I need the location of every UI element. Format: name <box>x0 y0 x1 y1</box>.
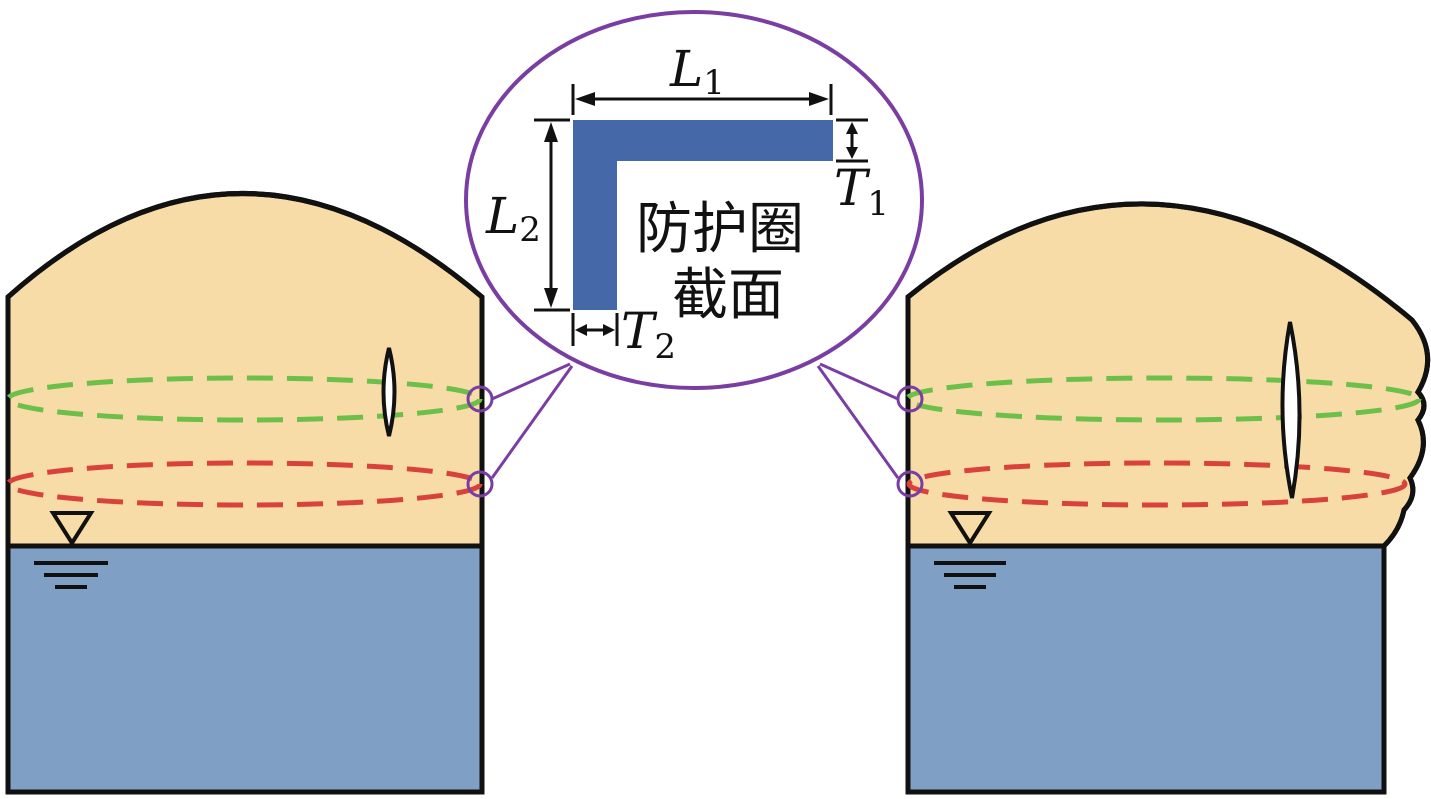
caption-line-1: 防护圈 <box>636 197 804 262</box>
dimension-L2 <box>534 118 570 312</box>
label-T1: T1 <box>834 159 889 224</box>
left-green-ring <box>5 375 483 423</box>
right-red-ring <box>906 460 1408 508</box>
right-ring-marker-red <box>896 470 924 498</box>
left-red-ring <box>5 460 483 508</box>
dimension-L1 <box>571 84 833 115</box>
right-green-ring <box>904 375 1422 423</box>
caption-line-2: 截面 <box>672 263 784 328</box>
label-L1: L1 <box>669 40 725 103</box>
label-T2: T2 <box>621 302 676 367</box>
left-crack <box>381 347 397 437</box>
dimension-T1 <box>836 118 868 163</box>
section-inset: L1 L2 T1 <box>464 10 924 390</box>
callout-lines <box>490 362 900 479</box>
left-tank <box>5 191 494 795</box>
right-water-level-icon <box>934 511 1006 589</box>
left-water-level-icon <box>34 511 108 589</box>
left-tank-outline <box>5 191 485 792</box>
left-tank-water <box>8 546 482 792</box>
left-ring-marker-red <box>466 470 494 498</box>
right-crack <box>1280 321 1302 499</box>
right-tank <box>896 201 1431 795</box>
right-tank-water <box>908 546 1384 792</box>
dimension-T2 <box>571 313 619 346</box>
protection-ring-section-shape <box>573 120 833 310</box>
label-L2: L2 <box>485 187 541 250</box>
right-tank-outline <box>905 201 1431 792</box>
